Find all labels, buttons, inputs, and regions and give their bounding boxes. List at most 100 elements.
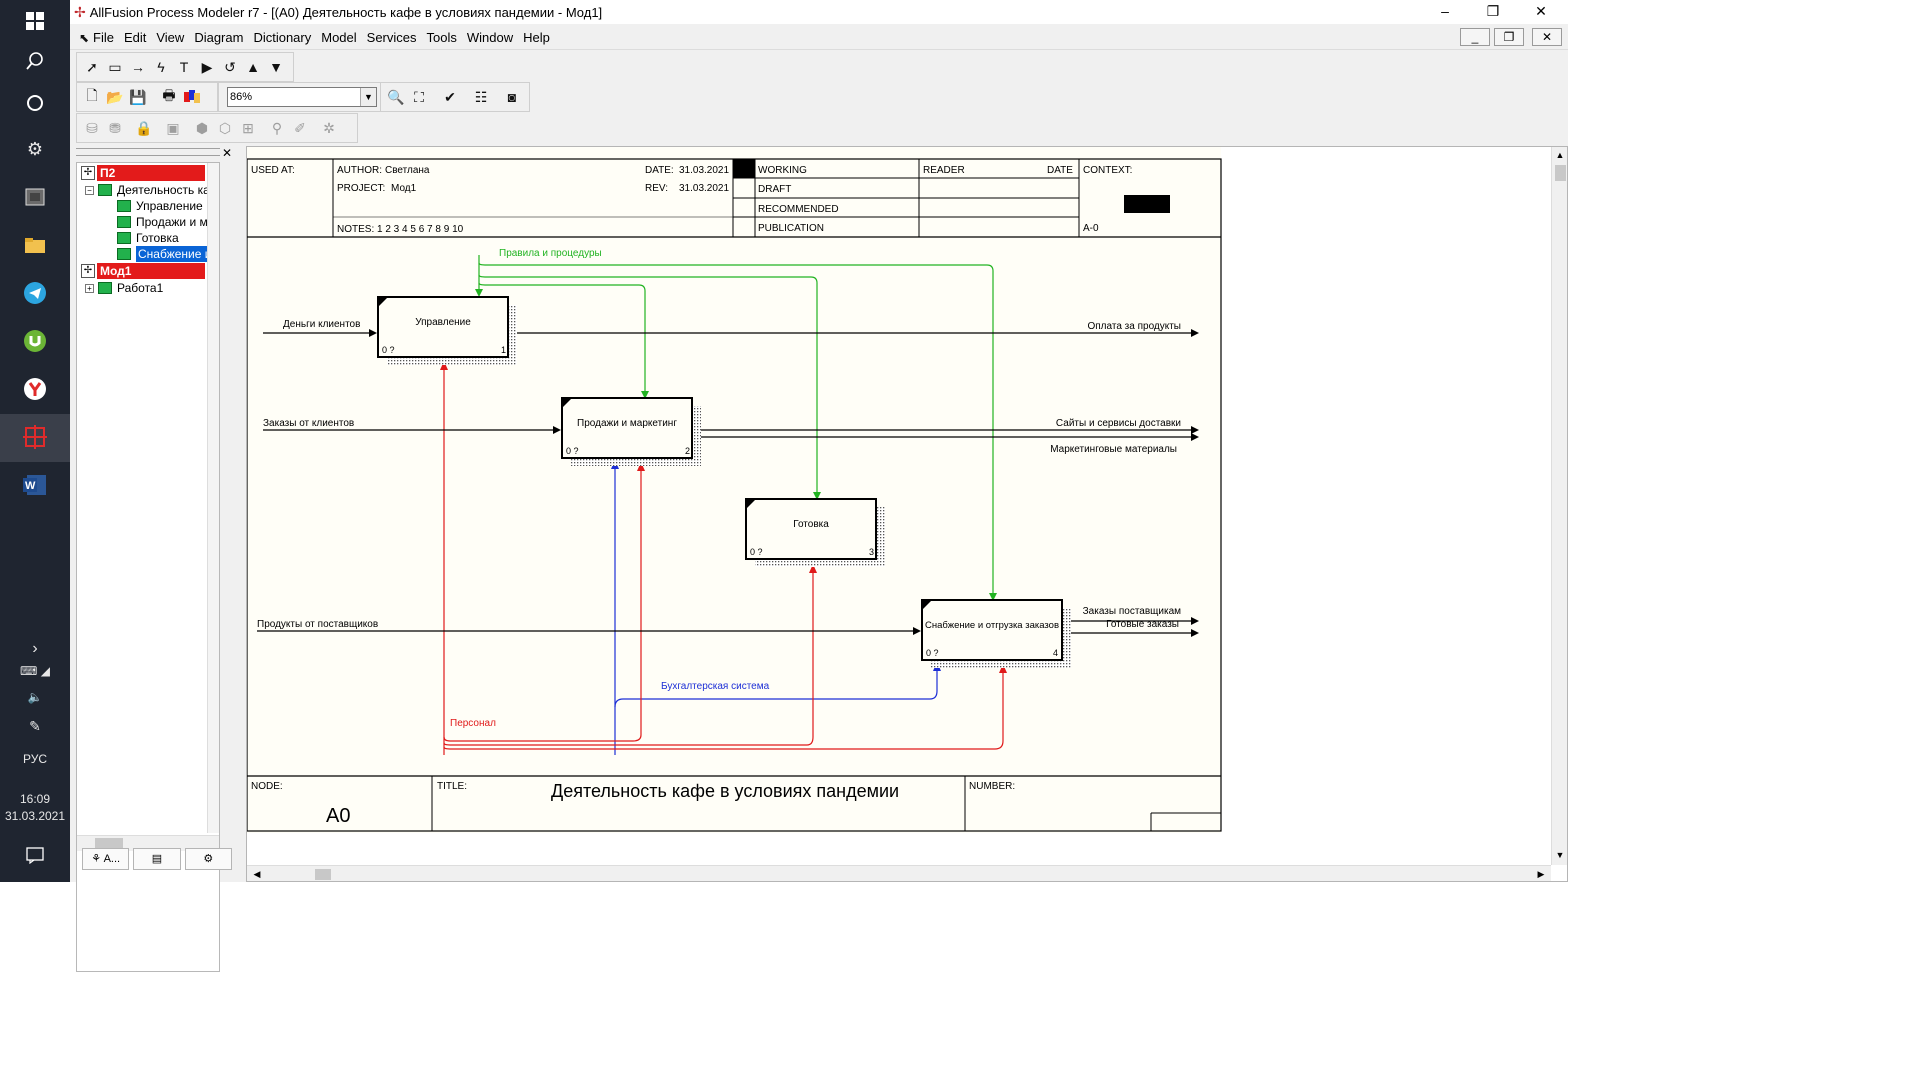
volume-icon[interactable]: 🔈 xyxy=(27,690,43,704)
mdi-restore-button[interactable]: ❐ xyxy=(1494,28,1524,46)
cortana-icon[interactable] xyxy=(18,86,52,120)
activity-box-4[interactable]: Снабжение и отгрузка заказов 0 ? 4 xyxy=(921,599,1071,668)
zoom-fit-icon[interactable]: ⛶ xyxy=(414,88,424,105)
save-icon[interactable]: 💾 xyxy=(129,88,147,105)
settings-icon[interactable]: ✲ xyxy=(323,119,335,136)
maximize-button[interactable]: ❐ xyxy=(1486,3,1500,19)
link-icon[interactable]: ⚲ xyxy=(271,119,283,136)
clock-date[interactable]: 31.03.2021 xyxy=(4,809,66,823)
canvas-horizontal-scrollbar[interactable]: ◀ ▶ xyxy=(247,865,1551,881)
canvas-vertical-scrollbar[interactable]: ▲ ▼ xyxy=(1551,147,1567,865)
spell-check-icon[interactable]: ✔ xyxy=(444,88,456,105)
split-icon[interactable]: ⬡ xyxy=(218,119,232,136)
expand-icon[interactable]: + xyxy=(85,283,94,293)
print-icon[interactable]: 🖶 xyxy=(162,87,176,103)
tray-icons[interactable]: ⌨ ◢ xyxy=(20,664,50,678)
input-arrow-lines[interactable] xyxy=(257,332,915,632)
mechanism-arrow-blue[interactable] xyxy=(614,461,938,755)
lock-icon[interactable]: 🔒 xyxy=(135,119,153,136)
activity-box-tool-icon[interactable]: ▭ xyxy=(108,58,122,75)
menu-tools[interactable]: Tools xyxy=(426,30,457,45)
tree-vertical-scrollbar[interactable] xyxy=(207,163,219,833)
go-down-icon[interactable]: ▼ xyxy=(269,59,283,75)
mdi-close-button[interactable]: ✕ xyxy=(1532,28,1562,46)
tree-item-activity[interactable]: Готовка xyxy=(117,230,179,246)
menu-services[interactable]: Services xyxy=(366,30,417,45)
notifications-icon[interactable] xyxy=(18,838,52,872)
color-palette-icon[interactable] xyxy=(181,86,203,108)
zoom-in-icon[interactable]: 🔍 xyxy=(387,88,405,105)
activity-box-2[interactable]: Продажи и маркетинг 0 ? 2 xyxy=(561,397,701,466)
tree-item-activity[interactable]: Управление xyxy=(117,198,203,214)
edit-link-icon[interactable]: ✐ xyxy=(294,119,306,136)
collapse-icon[interactable]: − xyxy=(85,185,94,195)
grid-icon[interactable]: ⊞ xyxy=(242,119,254,136)
explorer-close-icon[interactable]: ✕ xyxy=(221,146,233,160)
scroll-thumb[interactable] xyxy=(95,838,123,850)
undo-icon[interactable]: ↺ xyxy=(224,58,236,75)
mdi-minimize-button[interactable]: _ xyxy=(1460,28,1490,46)
yandex-browser-icon[interactable] xyxy=(18,372,52,406)
close-button[interactable]: ✕ xyxy=(1535,3,1547,19)
file-explorer-icon[interactable] xyxy=(18,228,52,262)
control-arrow-lines[interactable] xyxy=(478,255,994,597)
pen-icon[interactable]: ✎ xyxy=(29,718,41,734)
model-explorer-icon[interactable]: ☷ xyxy=(474,88,488,105)
activity-box-3[interactable]: Готовка 0 ? 3 xyxy=(745,498,885,567)
minimize-button[interactable]: ‒ xyxy=(1441,3,1449,19)
tree-item-activity[interactable]: + Работа1 xyxy=(85,280,163,296)
menu-dictionary[interactable]: Dictionary xyxy=(253,30,312,45)
tab-activities[interactable]: ⚘ A... xyxy=(82,848,130,870)
model-mart-icon[interactable]: ◙ xyxy=(507,89,517,105)
menu-diagram[interactable]: Diagram xyxy=(194,30,244,45)
tree-item-model-mod1[interactable]: ✢ Мод1 xyxy=(81,263,205,279)
open-folder-icon[interactable]: 📂 xyxy=(106,88,124,105)
new-file-icon[interactable]: 🗋 xyxy=(86,87,98,103)
output-arrow-lines[interactable] xyxy=(509,332,1191,634)
merge-icon[interactable]: ⬢ xyxy=(195,119,209,136)
settings-gear-icon[interactable]: ⚙ xyxy=(26,138,44,159)
tab-diagrams[interactable]: ▤ xyxy=(133,848,181,870)
scroll-left-icon[interactable]: ◀ xyxy=(253,869,261,879)
menu-model[interactable]: Model xyxy=(321,30,357,45)
scroll-up-icon[interactable]: ▲ xyxy=(1555,150,1565,160)
go-up-icon[interactable]: ▲ xyxy=(246,59,260,75)
scroll-thumb[interactable] xyxy=(315,869,331,880)
tree-item-activity[interactable]: − Деятельность ка xyxy=(85,182,210,198)
menu-file[interactable]: File xyxy=(93,30,114,45)
mart-disconnect-icon[interactable]: ⛃ xyxy=(109,119,121,136)
clock-time[interactable]: 16:09 xyxy=(19,792,51,806)
pointer-tool-icon[interactable]: ➚ xyxy=(86,58,98,75)
tree-horizontal-scrollbar[interactable] xyxy=(77,835,219,851)
app-icon[interactable] xyxy=(18,180,52,214)
utorrent-icon[interactable] xyxy=(18,324,52,358)
text-tool-icon[interactable]: T xyxy=(179,59,189,75)
language-indicator[interactable]: РУС xyxy=(22,752,48,766)
mechanism-arrow-red[interactable] xyxy=(443,362,1004,755)
chevron-down-icon[interactable]: ▼ xyxy=(360,88,376,106)
menu-edit[interactable]: Edit xyxy=(123,30,147,45)
precedence-arrow-tool-icon[interactable]: → xyxy=(131,59,145,75)
menu-view[interactable]: View xyxy=(156,30,185,45)
process-modeler-icon[interactable] xyxy=(18,420,52,454)
word-icon[interactable]: W xyxy=(18,468,52,502)
tree-item-activity-selected[interactable]: Снабжение и с xyxy=(117,246,219,262)
scroll-thumb[interactable] xyxy=(1555,165,1566,181)
diagram-canvas[interactable]: USED AT: AUTHOR: Светлана PROJECT: Мод1 … xyxy=(246,146,1568,882)
windows-start-icon[interactable] xyxy=(18,4,52,38)
scroll-down-icon[interactable]: ▼ xyxy=(1555,850,1565,860)
tab-objects[interactable]: ⚙ xyxy=(184,848,232,870)
menu-help[interactable]: Help xyxy=(523,30,550,45)
tree-item-activity[interactable]: Продажи и ма xyxy=(117,214,214,230)
idef0-diagram[interactable]: USED AT: AUTHOR: Светлана PROJECT: Мод1 … xyxy=(247,147,1568,882)
explorer-grip[interactable] xyxy=(76,148,220,156)
telegram-icon[interactable] xyxy=(18,276,52,310)
off-page-reference-icon[interactable]: ▶ xyxy=(201,58,213,75)
squiggle-tool-icon[interactable]: ϟ xyxy=(157,59,165,75)
mart-connect-icon[interactable]: ⛁ xyxy=(86,119,98,136)
chevron-right-icon[interactable]: › xyxy=(32,640,38,657)
tree-item-model-p2[interactable]: ✢ П2 xyxy=(81,165,205,181)
search-icon[interactable] xyxy=(18,44,52,78)
zoom-select[interactable]: 86% ▼ xyxy=(227,87,377,107)
menu-window[interactable]: Window xyxy=(466,30,514,45)
